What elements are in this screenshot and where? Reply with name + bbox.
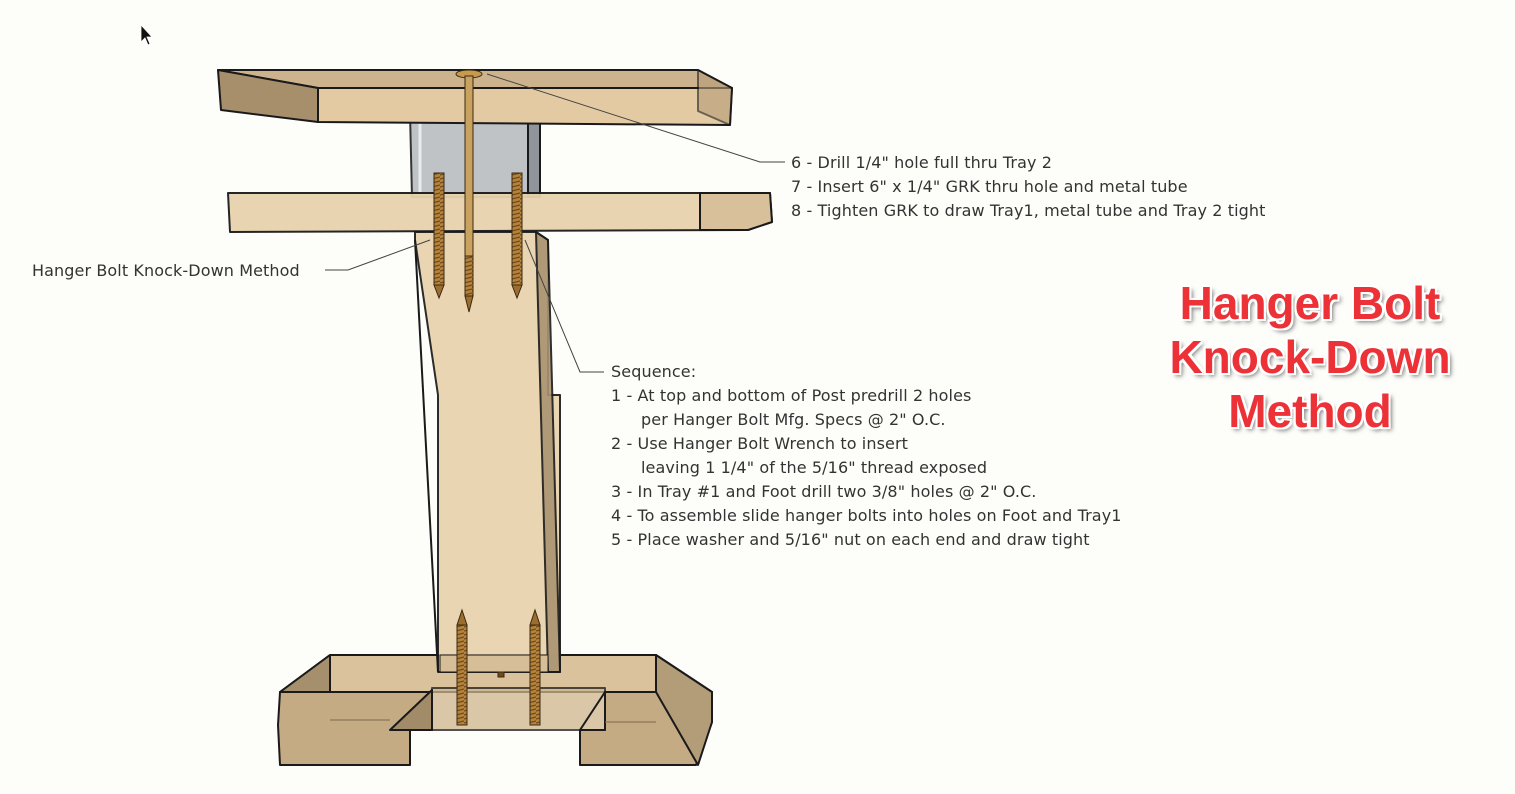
step-6-text: 6 - Drill 1/4" hole full thru Tray 2 (791, 153, 1053, 172)
cursor-arrow-icon (140, 23, 153, 46)
sequence-line: 4 - To assemble slide hanger bolts into … (611, 506, 1122, 525)
title-line-3: Method (1228, 385, 1392, 437)
hanger-bolts-top (433, 172, 523, 300)
foot (277, 654, 713, 766)
tray-1 (227, 192, 773, 233)
title-line-2: Knock-Down (1169, 331, 1451, 383)
left-callout-label: Hanger Bolt Knock-Down Method (32, 261, 300, 280)
sequence-line: 5 - Place washer and 5/16" nut on each e… (611, 530, 1090, 549)
post (414, 231, 561, 673)
sequence-notes: Sequence: 1 - At top and bottom of Post … (611, 360, 1122, 552)
title-line-1: Hanger Bolt (1179, 277, 1441, 329)
sequence-line: per Hanger Bolt Mfg. Specs @ 2" O.C. (641, 410, 946, 429)
sequence-heading: Sequence: (611, 362, 697, 381)
leader-lines (325, 73, 785, 373)
sequence-line: leaving 1 1/4" of the 5/16" thread expos… (641, 458, 988, 477)
diagram-title: Hanger Bolt Knock-Down Method (1150, 276, 1470, 438)
hanger-bolts-bottom (456, 608, 541, 726)
grk-screw (455, 69, 483, 313)
step-7-text: 7 - Insert 6" x 1/4" GRK thru hole and m… (791, 177, 1188, 196)
sequence-line: 3 - In Tray #1 and Foot drill two 3/8" h… (611, 482, 1037, 501)
sequence-line: 2 - Use Hanger Bolt Wrench to insert (611, 434, 909, 453)
sequence-line: 1 - At top and bottom of Post predrill 2… (611, 386, 972, 405)
step-8-text: 8 - Tighten GRK to draw Tray1, metal tub… (791, 201, 1266, 220)
tray-2 (217, 69, 733, 126)
top-steps-notes: 6 - Drill 1/4" hole full thru Tray 2 7 -… (791, 151, 1266, 223)
